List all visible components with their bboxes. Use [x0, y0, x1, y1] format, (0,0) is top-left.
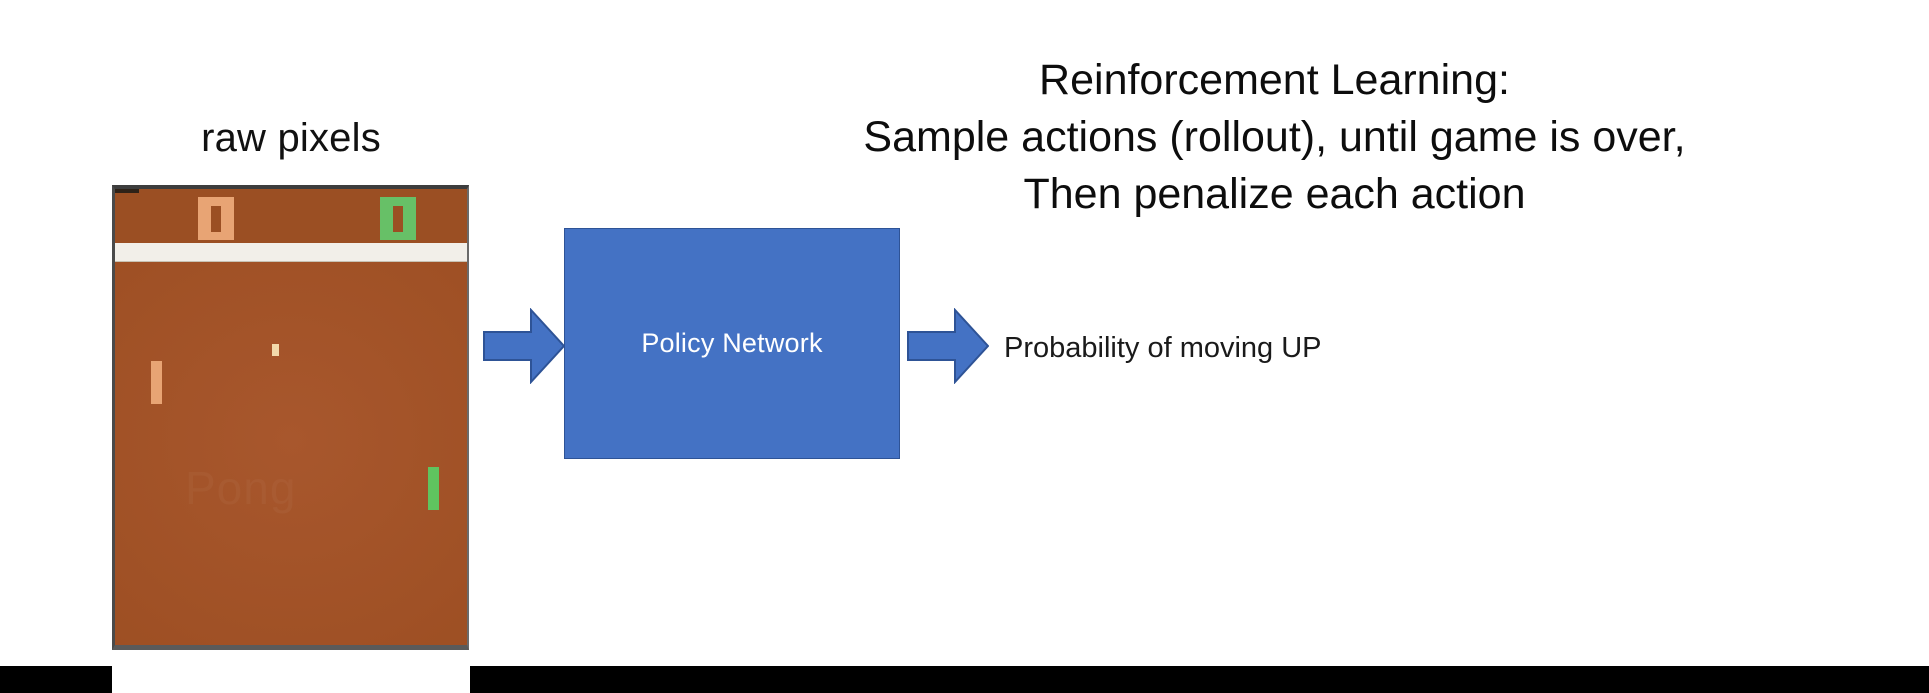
pong-score-left: 0 [198, 197, 234, 240]
pong-game-screenshot: Pong 0 0 [112, 185, 469, 650]
heading-line-3: Then penalize each action [1023, 169, 1526, 218]
raw-pixels-label: raw pixels [201, 116, 381, 160]
arrow-right-icon-input [483, 307, 566, 385]
arrow-right-icon-output [907, 307, 990, 385]
pong-score-right: 0 [380, 197, 416, 240]
pong-divider-line [115, 243, 467, 261]
output-probability-label: Probability of moving UP [1004, 332, 1322, 364]
pong-playfield [115, 189, 467, 645]
pong-score-right-digit: 0 [393, 205, 403, 232]
policy-network-box[interactable]: Policy Network [564, 228, 900, 459]
pong-score-left-digit: 0 [211, 205, 221, 232]
pong-watermark-text: Pong [185, 461, 296, 515]
heading-line-2: Sample actions (rollout), until game is … [863, 112, 1686, 161]
heading-line-1: Reinforcement Learning: [1039, 56, 1510, 104]
policy-network-label: Policy Network [641, 328, 823, 358]
pong-paddle-left [151, 361, 162, 404]
pong-ball [272, 344, 279, 356]
pong-corner-marker [115, 189, 139, 193]
slide-heading: Reinforcement Learning: Sample actions (… [620, 52, 1929, 222]
footer-bar-right [470, 666, 1929, 693]
pong-paddle-right [428, 467, 439, 510]
footer-bar-left [0, 666, 112, 693]
